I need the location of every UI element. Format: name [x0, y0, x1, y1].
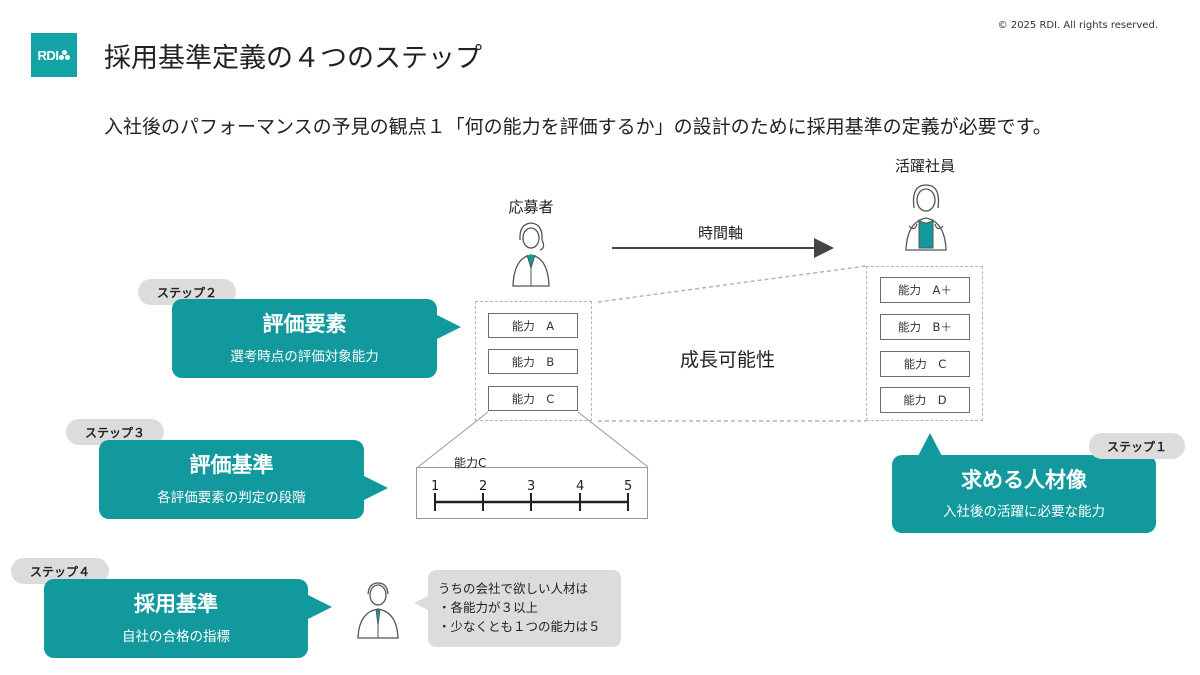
step3-pointer — [362, 475, 388, 501]
step1-desc: 入社後の活躍に必要な能力 — [943, 504, 1105, 521]
star-employee-abilities-box: 能力 A＋ 能力 B＋ 能力 C 能力 D — [866, 266, 983, 421]
rdi-logo: RDI — [31, 33, 77, 77]
applicant-ability-a: 能力 A — [488, 313, 578, 338]
page-subtitle: 入社後のパフォーマンスの予見の観点１「何の能力を評価するか」の設計のために採用基… — [104, 116, 1052, 138]
speech-line-1: うちの会社で欲しい人材は — [438, 581, 589, 596]
interviewer-person-icon — [357, 582, 399, 639]
step4-title: 採用基準 — [134, 592, 218, 617]
speech-line-2: ・各能力が３以上 — [438, 600, 539, 615]
step4-card: 採用基準 自社の合格の指標 — [44, 579, 308, 658]
star-ability-a-plus: 能力 A＋ — [880, 277, 970, 303]
copyright: © 2025 RDI. All rights reserved. — [997, 20, 1158, 31]
scale-title: 能力C — [454, 456, 487, 470]
star-employee-label: 活躍社員 — [894, 157, 955, 175]
step1-card: 求める人材像 入社後の活躍に必要な能力 — [892, 455, 1156, 533]
step2-pointer — [435, 314, 461, 340]
step2-card: 評価要素 選考時点の評価対象能力 — [172, 299, 437, 378]
logo-text: RDI — [37, 47, 59, 63]
scale-tick-1: 1 — [431, 479, 440, 494]
star-ability-d: 能力 D — [880, 387, 970, 413]
page-title: 採用基準定義の４つのステップ — [104, 43, 482, 74]
scale-tick-5: 5 — [624, 479, 633, 494]
logo-dots-icon — [59, 50, 71, 60]
speech-bubble: うちの会社で欲しい人材は ・各能力が３以上 ・少なくとも１つの能力は５ — [428, 570, 621, 647]
scale-tick-3: 3 — [527, 479, 536, 494]
step4-pointer — [306, 594, 332, 620]
growth-line-top — [597, 265, 867, 303]
step3-card: 評価基準 各評価要素の判定の段階 — [99, 440, 364, 519]
step1-pill: ステップ１ — [1089, 433, 1185, 459]
scale-tick-4: 4 — [576, 479, 585, 494]
zoom-line-left — [417, 411, 489, 468]
applicant-person-icon — [512, 222, 550, 287]
time-axis-label: 時間軸 — [698, 224, 744, 242]
step2-desc: 選考時点の評価対象能力 — [230, 348, 379, 365]
growth-potential-label: 成長可能性 — [680, 349, 776, 371]
zoom-line-right — [577, 411, 649, 468]
star-ability-b-plus: 能力 B＋ — [880, 314, 970, 340]
star-ability-c: 能力 C — [880, 351, 970, 377]
speech-bubble-tail — [414, 594, 432, 612]
step2-title: 評価要素 — [262, 312, 347, 337]
applicant-ability-c: 能力 C — [488, 386, 578, 411]
scale-axis — [434, 493, 629, 511]
step3-title: 評価基準 — [189, 453, 274, 478]
step1-title: 求める人材像 — [961, 467, 1087, 492]
speech-line-3: ・少なくとも１つの能力は５ — [438, 619, 601, 634]
step1-pointer — [917, 433, 943, 458]
applicant-ability-b: 能力 B — [488, 349, 578, 374]
step3-desc: 各評価要素の判定の段階 — [157, 489, 306, 506]
scale-tick-2: 2 — [479, 479, 488, 494]
step4-desc: 自社の合格の指標 — [122, 628, 230, 645]
applicant-abilities-box: 能力 A 能力 B 能力 C — [475, 301, 592, 421]
star-employee-person-icon — [905, 184, 947, 251]
applicant-label: 応募者 — [508, 198, 554, 216]
